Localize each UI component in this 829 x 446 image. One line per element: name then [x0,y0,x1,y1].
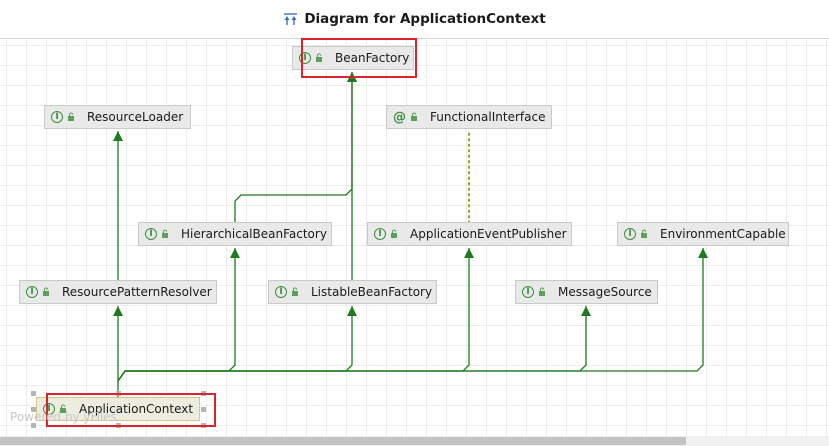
lock-icon [162,229,168,238]
interface-icon: I [145,228,157,240]
arrowhead-application-event-publisher [464,248,474,258]
annotation-icon: @ [393,109,406,125]
lock-icon [292,287,298,296]
diagram-title: Diagram for ApplicationContext [304,11,546,27]
node-functional-interface[interactable]: @ FunctionalInterface [386,105,552,129]
interface-icon: I [624,228,636,240]
lock-icon [43,287,49,296]
arrowhead-message-source [581,306,591,316]
node-bean-factory[interactable]: I BeanFactory [292,46,414,70]
selection-handle-nw[interactable] [31,391,36,396]
lock-icon [68,112,74,121]
node-label: ResourcePatternResolver [62,285,212,299]
node-message-source[interactable]: I MessageSource [515,280,658,304]
selection-handle-e[interactable] [201,407,206,412]
arrowhead-listable-bean-factory [347,306,357,316]
watermark: Powered by yFiles [10,410,117,424]
interface-icon: I [51,111,63,123]
lock-icon [539,287,545,296]
node-environment-capable[interactable]: I EnvironmentCapable [617,222,789,246]
node-label: ApplicationEventPublisher [410,227,567,241]
edge-layer [113,72,708,398]
arrowhead-resource-loader [113,131,123,141]
edge-application-context-to-hierarchical-bean-factory [117,248,236,382]
highlight-box-bean-factory [301,38,417,78]
interface-icon: I [26,286,38,298]
interface-icon: I [275,286,287,298]
node-label: HierarchicalBeanFactory [181,227,327,241]
node-label: ResourceLoader [87,110,184,124]
node-resource-pattern-resolver[interactable]: I ResourcePatternResolver [19,280,217,304]
highlight-box-application-context [46,393,216,427]
lock-icon [641,229,647,238]
selection-handle-w[interactable] [31,407,36,412]
node-application-event-publisher[interactable]: I ApplicationEventPublisher [367,222,572,246]
hierarchy-diagram-icon [284,12,298,25]
node-hierarchical-bean-factory[interactable]: I HierarchicalBeanFactory [138,222,332,246]
node-resource-loader[interactable]: I ResourceLoader [44,105,191,129]
interface-icon: I [299,52,311,64]
interface-icon: I [522,286,534,298]
node-label: EnvironmentCapable [660,227,786,241]
interface-icon: I [43,403,55,415]
node-label: BeanFactory [335,51,410,65]
lock-icon [391,229,397,238]
selection-handle-sw[interactable] [31,423,36,428]
node-label: ApplicationContext [79,402,194,416]
arrowhead-environment-capable [698,248,708,258]
node-label: ListableBeanFactory [311,285,433,299]
node-listable-bean-factory[interactable]: I ListableBeanFactory [268,280,437,304]
arrowhead-resource-pattern-resolver [113,306,123,316]
title-bar: Diagram for ApplicationContext [0,0,829,38]
node-label: FunctionalInterface [430,110,546,124]
horizontal-scrollbar-thumb[interactable] [0,437,686,445]
lock-icon [60,404,66,413]
interface-icon: I [374,228,386,240]
node-application-context[interactable]: I ApplicationContext [36,397,200,421]
edge-application-context-to-environment-capable [117,248,704,382]
node-label: MessageSource [558,285,652,299]
lock-icon [411,112,417,121]
arrowhead-hierarchical-bean-factory [230,248,240,258]
edge-hierarchical-bean-factory-to-bean-factory [234,72,353,223]
edge-application-context-to-application-event-publisher [117,248,470,382]
lock-icon [316,53,322,62]
